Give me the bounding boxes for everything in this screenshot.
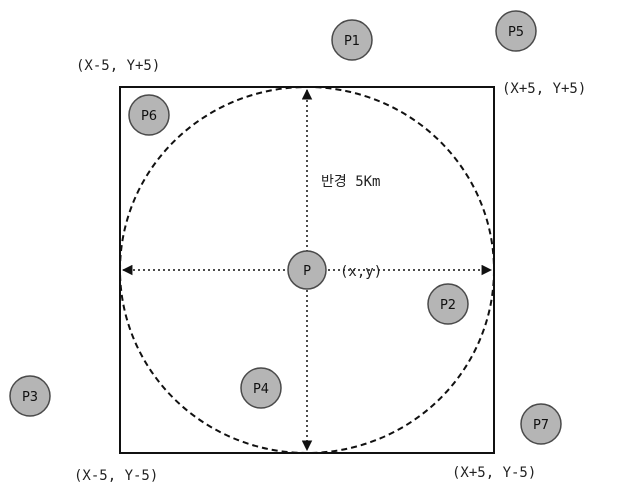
point-p2: P2 [427, 283, 469, 325]
point-p6: P6 [128, 94, 170, 136]
radius-circle [119, 86, 495, 454]
point-p5: P5 [495, 10, 537, 52]
corner-label-top-left: (X-5, Y+5) [76, 58, 160, 74]
point-p3-circle [9, 375, 51, 417]
point-p2-label: P2 [440, 298, 456, 313]
point-p3: P3 [9, 375, 51, 417]
point-p2-circle [427, 283, 469, 325]
point-p5-label: P5 [508, 25, 524, 40]
center-coordinate-label: (x,y) [340, 264, 382, 280]
point-p6-label: P6 [141, 109, 157, 124]
corner-label-bottom-right: (X+5, Y-5) [452, 465, 536, 481]
point-p3-label: P3 [22, 390, 38, 405]
point-p1: P1 [331, 19, 373, 61]
point-p4-label: P4 [253, 382, 269, 397]
point-p6-circle [128, 94, 170, 136]
point-p5-circle [495, 10, 537, 52]
point-p1-label: P1 [344, 34, 360, 49]
corner-label-top-right: (X+5, Y+5) [502, 81, 586, 97]
point-p7-circle [520, 403, 562, 445]
center-node: P [287, 250, 327, 290]
point-p4-circle [240, 367, 282, 409]
point-p4: P4 [240, 367, 282, 409]
center-node-circle [287, 250, 327, 290]
point-p1-circle [331, 19, 373, 61]
radius-label: 반경 5Km [321, 174, 380, 190]
point-p7-label: P7 [533, 418, 549, 433]
corner-label-bottom-left: (X-5, Y-5) [74, 468, 158, 484]
point-p7: P7 [520, 403, 562, 445]
center-node-label: P [303, 264, 311, 279]
